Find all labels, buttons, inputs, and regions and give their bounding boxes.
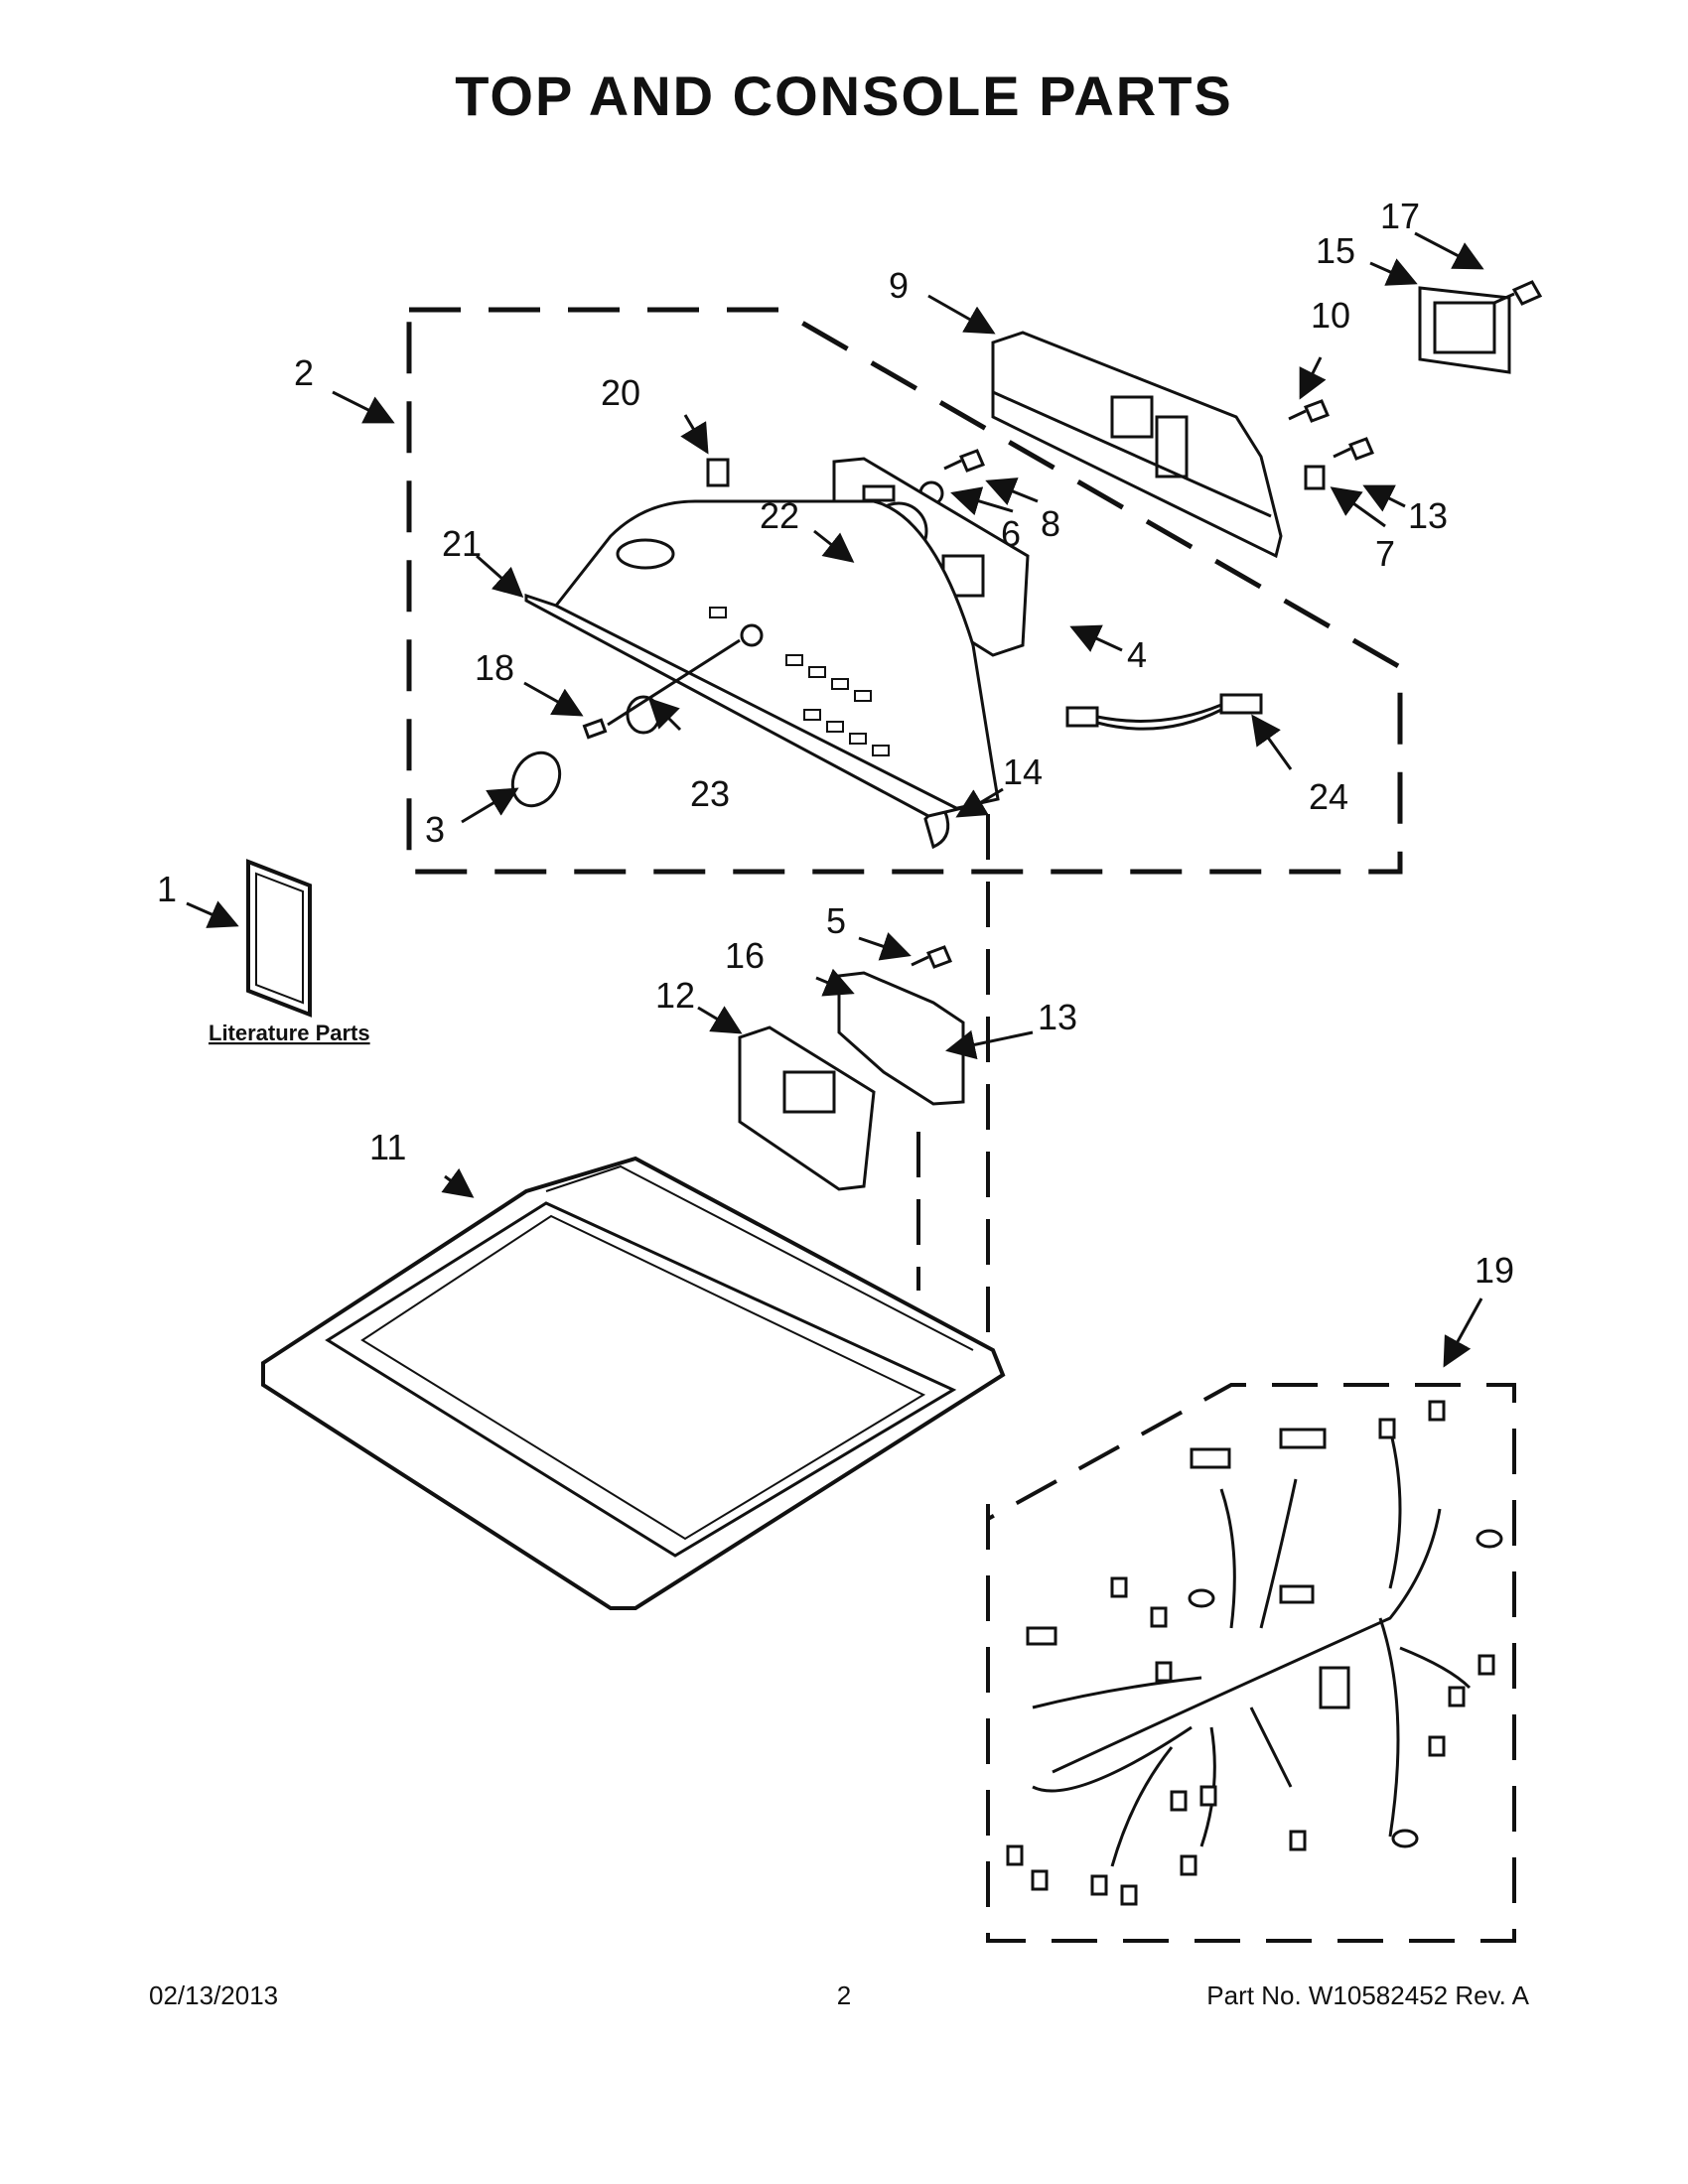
callout-13a: 13 <box>1408 495 1448 536</box>
footer-part-number: Part No. W10582452 Rev. A <box>1206 1980 1529 2010</box>
module-bracket <box>1418 286 1511 374</box>
wire-harness <box>1006 1400 1503 1906</box>
callout-6: 6 <box>1001 513 1021 554</box>
callout-18: 18 <box>475 647 514 688</box>
footer-date: 02/13/2013 <box>149 1980 279 2010</box>
console-housing <box>524 499 1000 818</box>
mounting-bracket <box>837 971 965 1106</box>
callout-1: 1 <box>157 869 177 909</box>
literature-parts-label: Literature Parts <box>209 1021 370 1045</box>
callout-3: 3 <box>425 809 445 850</box>
wire-connector <box>1065 693 1263 731</box>
footer-page-number: 2 <box>836 1980 852 2010</box>
callout-19: 19 <box>1475 1250 1514 1291</box>
literature-parts-icon <box>246 859 312 1018</box>
callout-5: 5 <box>826 900 846 941</box>
callout-20: 20 <box>601 372 640 413</box>
callout-9: 9 <box>889 265 909 306</box>
callout-8: 8 <box>1041 503 1060 544</box>
callout-13b: 13 <box>1038 997 1077 1037</box>
callout-7: 7 <box>1375 533 1395 574</box>
callout-16: 16 <box>725 935 765 976</box>
callout-23: 23 <box>690 773 730 814</box>
harness-group-boundary <box>986 1383 1516 1943</box>
page-title: TOP AND CONSOLE PARTS <box>455 65 1233 127</box>
callout-2: 2 <box>294 352 314 393</box>
callout-arrows <box>186 231 1484 1368</box>
callout-10: 10 <box>1311 295 1350 336</box>
callout-11: 11 <box>369 1127 406 1167</box>
callout-21: 21 <box>442 523 482 564</box>
console-rear-panel <box>991 331 1283 559</box>
top-panel <box>261 1156 1006 1610</box>
callout-17: 17 <box>1380 196 1420 236</box>
callout-22: 22 <box>760 495 799 536</box>
callout-12: 12 <box>655 975 695 1016</box>
callout-24: 24 <box>1309 776 1348 817</box>
clip-icon <box>706 458 1326 850</box>
callout-15: 15 <box>1316 230 1355 271</box>
callout-14: 14 <box>1003 751 1043 792</box>
callout-4: 4 <box>1127 634 1147 675</box>
screw-icon <box>911 280 1543 1067</box>
main-control-unit <box>738 1025 876 1191</box>
